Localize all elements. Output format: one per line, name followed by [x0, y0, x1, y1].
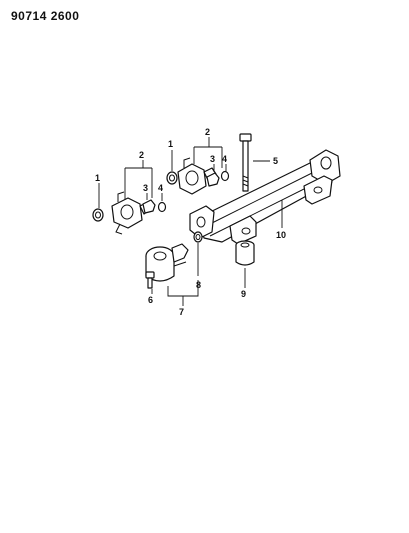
leader-lines — [98, 137, 283, 306]
callout-9: 9 — [241, 289, 246, 299]
callout-7: 7 — [179, 307, 184, 317]
regulator-o-ring — [193, 231, 203, 243]
grommet-lower — [157, 201, 167, 213]
callout-2-upper: 2 — [205, 127, 210, 137]
callout-3-lower: 3 — [143, 183, 148, 193]
callout-4-lower: 4 — [158, 183, 163, 193]
o-ring-lower — [92, 208, 104, 222]
bolt — [239, 133, 252, 192]
insulator-ring-upper — [206, 172, 220, 187]
callout-2-lower: 2 — [139, 150, 144, 160]
spacer — [235, 240, 255, 266]
callout-10: 10 — [276, 230, 286, 240]
callout-1-upper: 1 — [168, 139, 173, 149]
callout-5: 5 — [273, 156, 278, 166]
grommet-upper — [220, 170, 230, 182]
regulator-bolt — [145, 271, 155, 289]
callout-3-upper: 3 — [210, 154, 215, 164]
fuel-rail — [189, 149, 341, 245]
callout-8: 8 — [196, 280, 201, 290]
insulator-ring-lower — [142, 199, 156, 214]
o-ring-upper — [166, 171, 178, 185]
callout-1-lower: 1 — [95, 173, 100, 183]
callout-6: 6 — [148, 295, 153, 305]
diagram-code: 90714 2600 — [11, 9, 80, 23]
callouts: 1 2 3 4 1 2 3 4 5 6 7 8 9 10 — [95, 127, 286, 317]
callout-4-upper: 4 — [222, 154, 227, 164]
injector-assembly-lower — [111, 191, 153, 235]
